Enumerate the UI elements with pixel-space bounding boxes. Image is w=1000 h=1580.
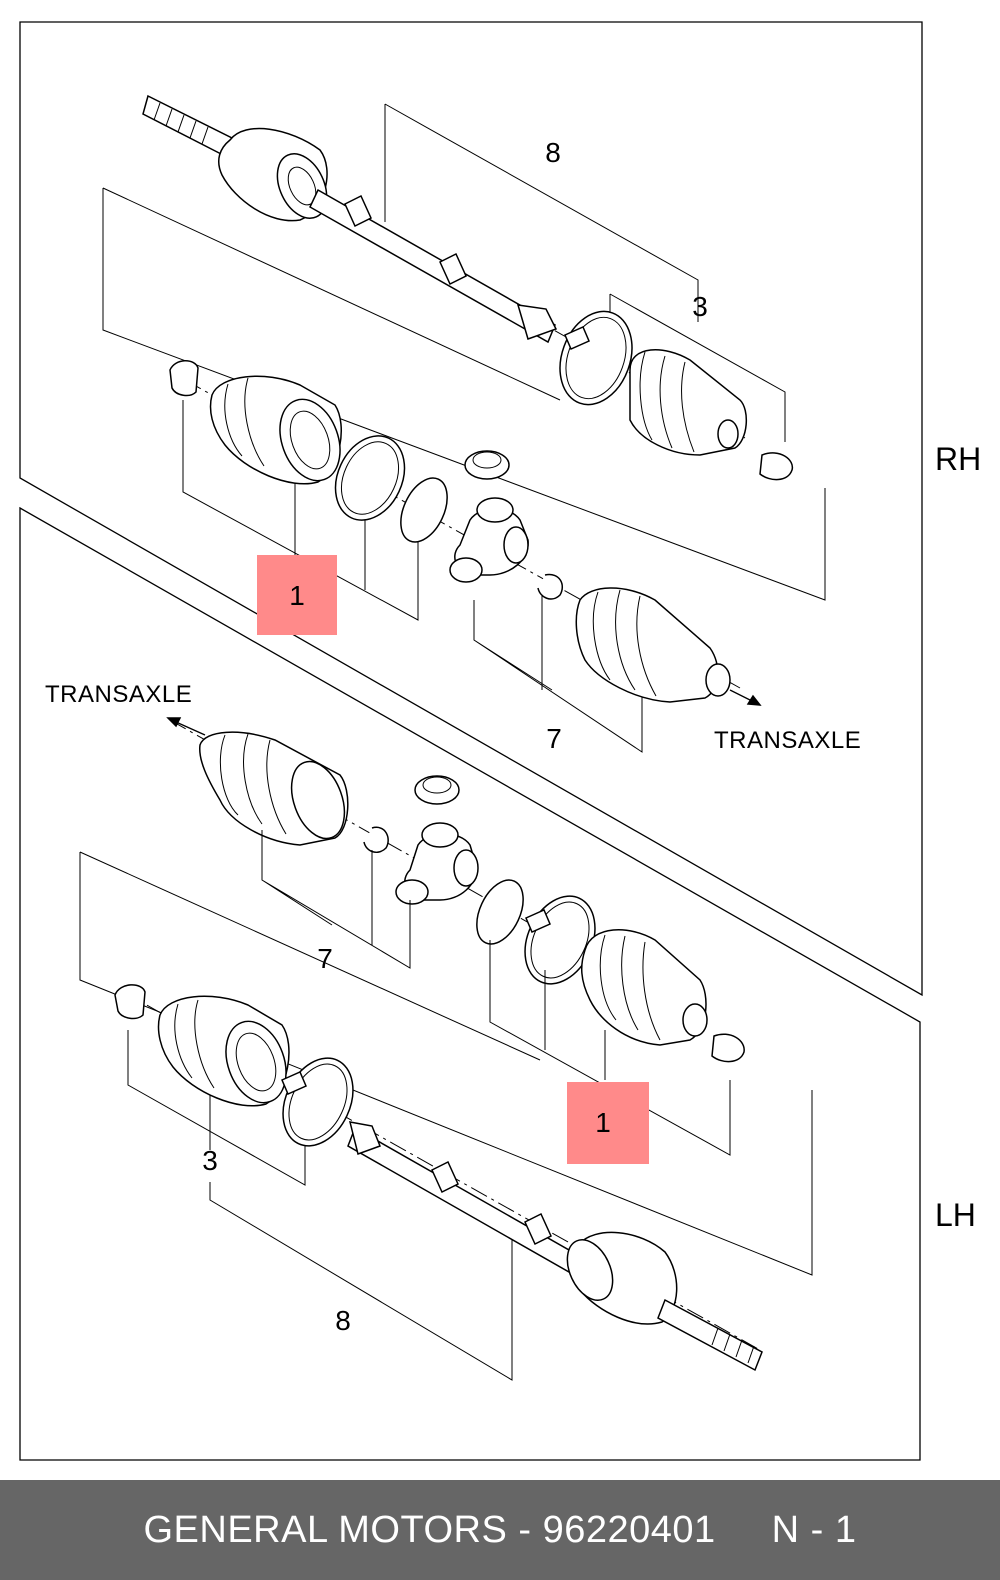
lh-frame (19, 506, 921, 1461)
lh-small-clamp-left (114, 984, 146, 1020)
rh-side-label: RH (935, 441, 981, 477)
lh-callout-7: 7 (317, 943, 333, 974)
lh-spacer-ring (414, 775, 460, 805)
rh-circlip (537, 573, 564, 600)
lh-side-label: LH (935, 1197, 976, 1233)
rh-callout-3: 3 (692, 291, 708, 322)
rh-small-clamp-left (169, 360, 199, 397)
lh-assembly (79, 717, 813, 1381)
rh-callout-7: 7 (546, 723, 562, 754)
footer-bar: GENERAL MOTORS - 96220401 N - 1 (0, 1480, 1000, 1580)
rh-boot-outer (629, 349, 747, 456)
lh-callout-1: 1 (595, 1107, 611, 1138)
lh-snap-ring (476, 879, 524, 945)
rh-snap-ring (400, 477, 448, 543)
rh-frame (19, 21, 923, 997)
lh-callout-8: 8 (335, 1305, 351, 1336)
lh-circlip (363, 826, 389, 853)
footer-separator: - (507, 1508, 543, 1551)
footer-part-number: 96220401 (542, 1508, 716, 1551)
exploded-parts-diagram: 1 3 7 8 RH TRANSAXLE (19, 21, 981, 1461)
rh-assembly (102, 94, 826, 753)
rh-inner-boot (575, 587, 719, 703)
rh-callout-8: 8 (545, 137, 561, 168)
rh-axle-spline (142, 94, 233, 158)
rh-spacer-ring (464, 450, 510, 480)
rh-small-clamp-right (759, 452, 794, 481)
rh-transaxle-label: TRANSAXLE (714, 727, 861, 754)
lh-axle-spline (657, 1298, 763, 1372)
rh-callout-1: 1 (289, 580, 305, 611)
lh-highlight-part-1 (567, 1082, 649, 1164)
rh-highlight-part-1 (257, 555, 337, 635)
rh-drive-shaft (309, 188, 556, 344)
lh-small-clamp-right (711, 1033, 745, 1063)
lh-transaxle-label: TRANSAXLE (45, 681, 192, 708)
lh-callout-3: 3 (202, 1145, 218, 1176)
lh-transaxle-arrow (175, 721, 206, 736)
footer-brand: GENERAL MOTORS (143, 1508, 508, 1551)
footer-position: N - 1 (771, 1508, 857, 1551)
lh-drive-shaft (347, 1126, 591, 1282)
